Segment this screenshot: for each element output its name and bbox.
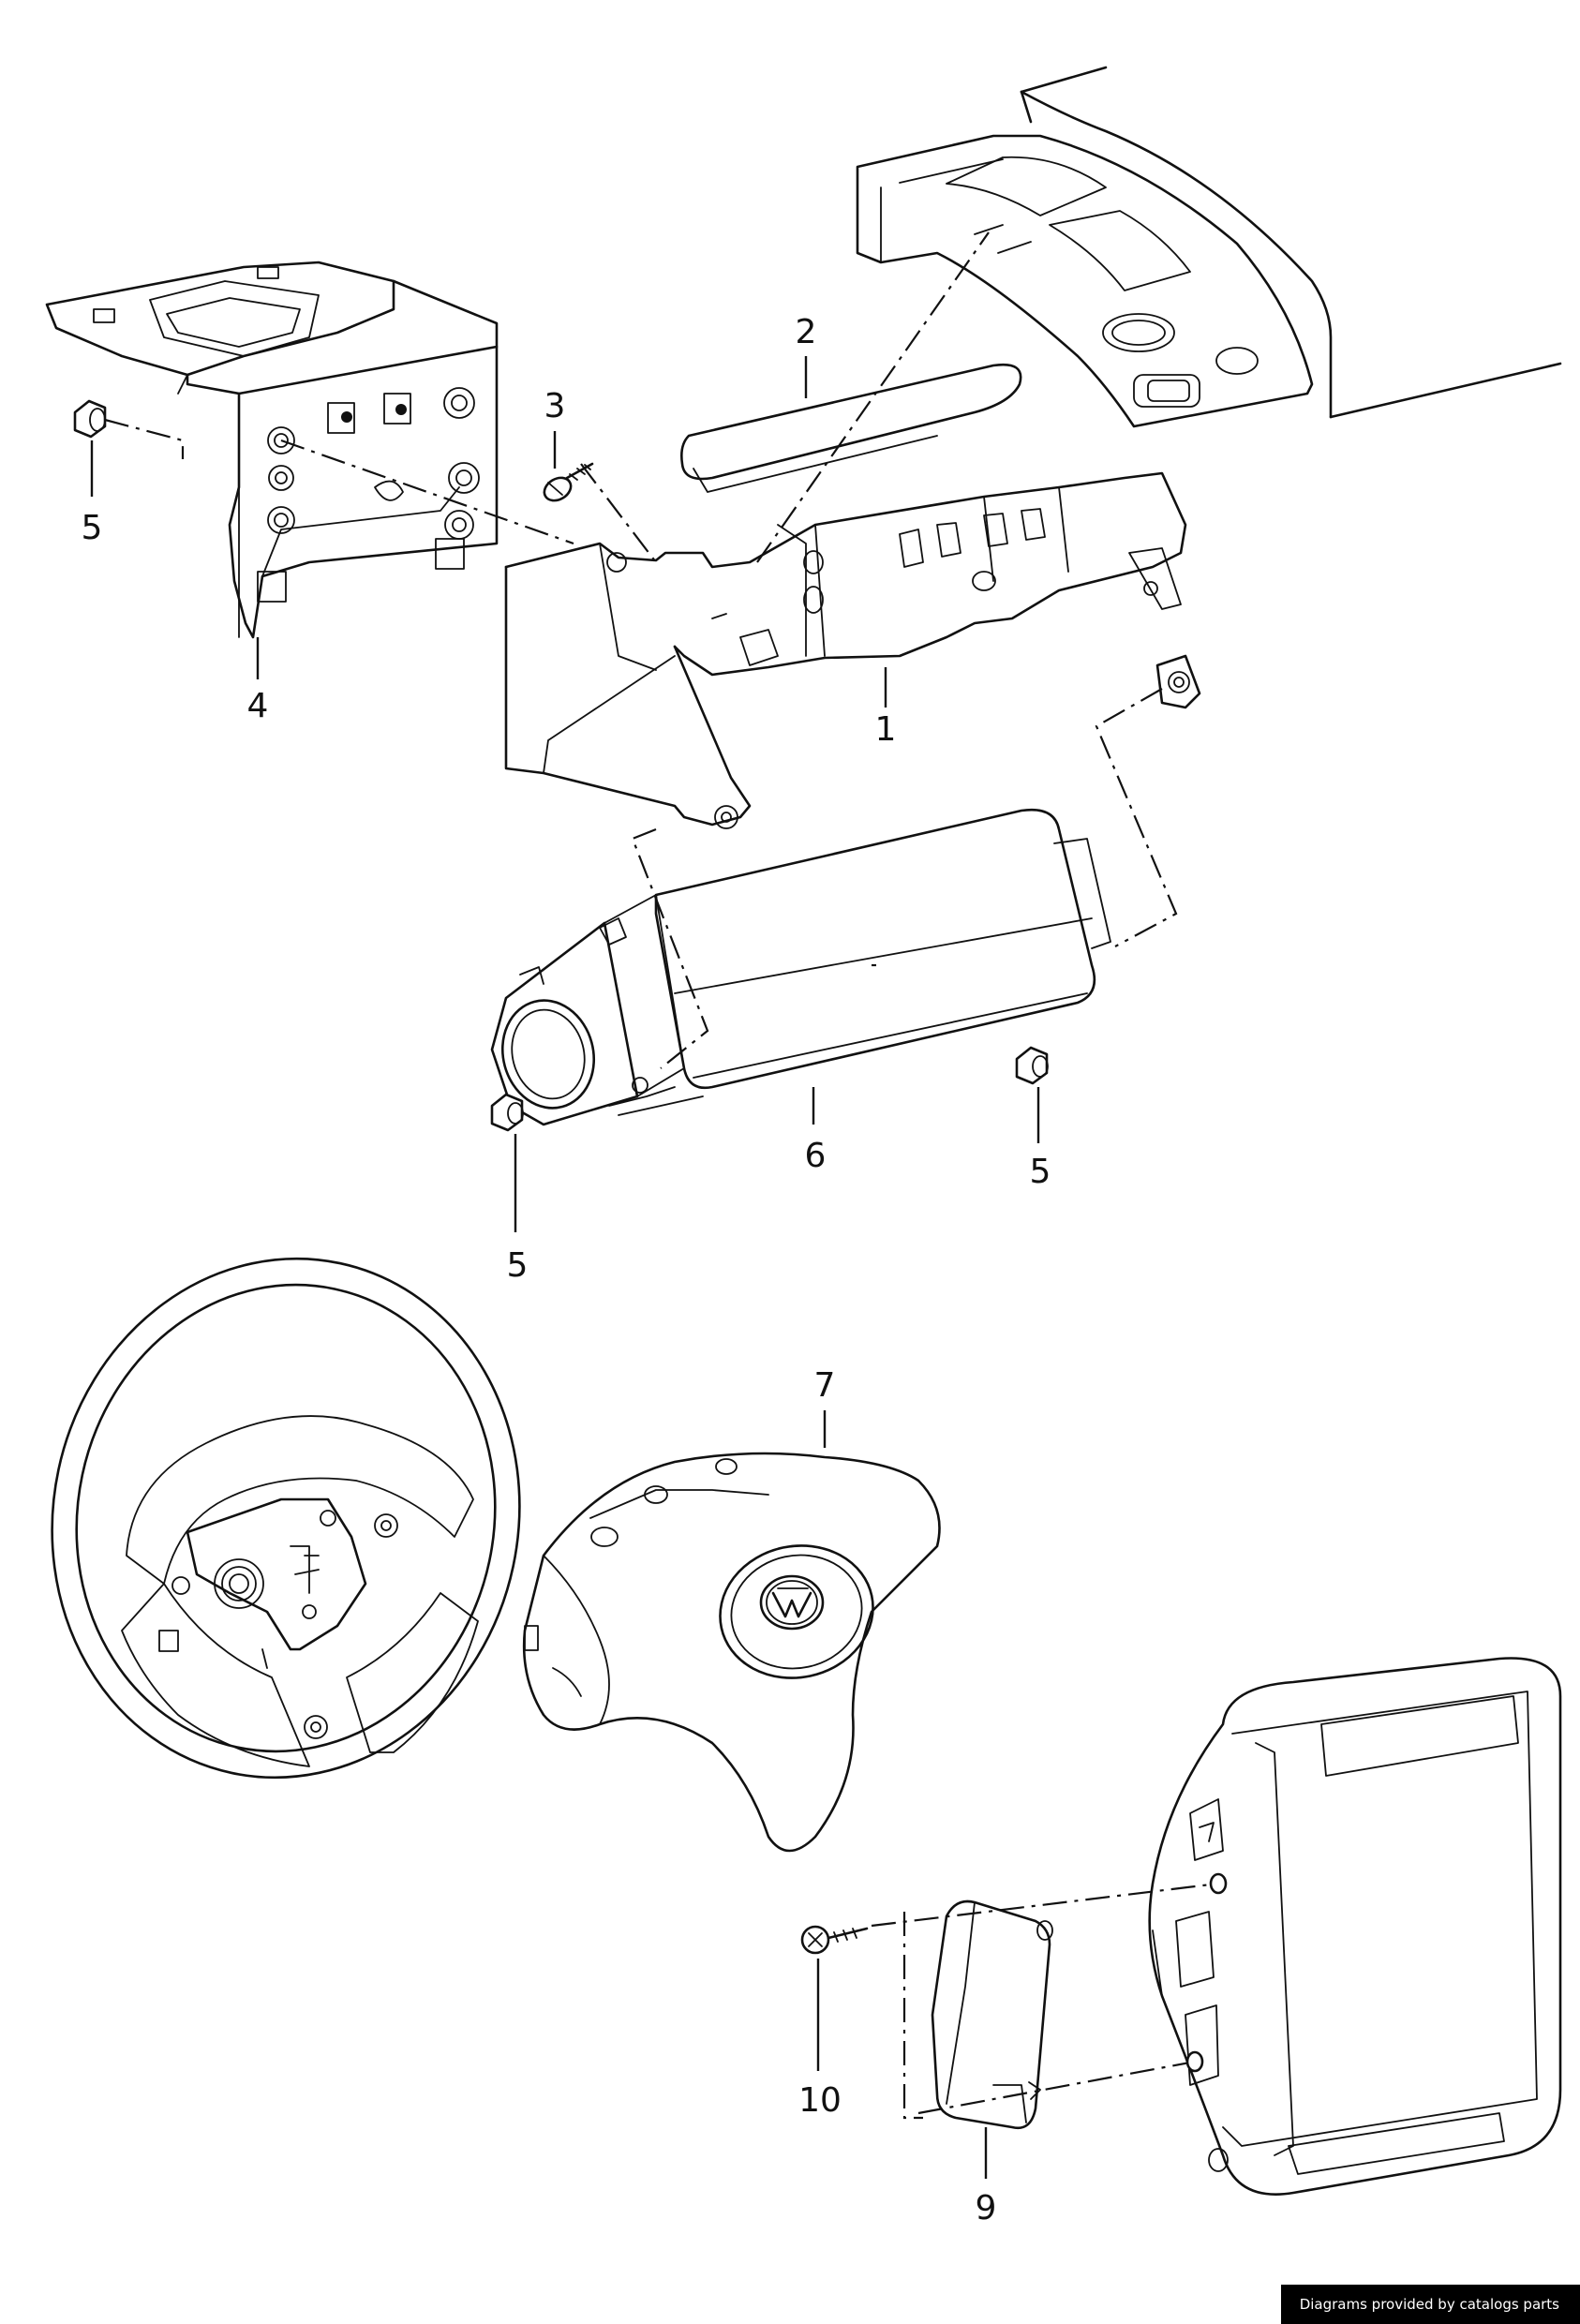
callout-2: 2: [796, 313, 817, 351]
callout-7: 7: [814, 1366, 836, 1405]
part-9-side-airbag: [931, 1899, 1053, 2130]
part-1-carrier-bracket: [504, 471, 1201, 829]
part-10-screw: [800, 1925, 869, 1955]
callout-3: 3: [544, 387, 566, 425]
callout-4: 4: [247, 687, 269, 725]
part-5-nut-top-left: [73, 399, 107, 439]
callout-5-top-left: 5: [82, 509, 103, 547]
callout-10: 10: [798, 2081, 842, 2120]
callout-5-right: 5: [1030, 1153, 1051, 1191]
callout-1: 1: [875, 710, 897, 749]
dashboard-panel: [856, 66, 1562, 428]
part-3-screw: [543, 462, 594, 502]
part-4-mounting-bracket: [45, 261, 499, 639]
steering-wheel: [51, 1257, 521, 1780]
credit-badge: Diagrams provided by catalogs parts: [1280, 2285, 1580, 2324]
leader-lines: [90, 356, 1040, 2179]
part-6-passenger-airbag: [490, 808, 1111, 1126]
alignment-lines: [104, 231, 1219, 2120]
part-5-nut-right: [1015, 1046, 1049, 1085]
callout-9: 9: [976, 2189, 997, 2227]
part-7-driver-airbag: [522, 1452, 941, 1853]
seat-backrest: [1148, 1657, 1562, 2196]
part-5-nut-bottom: [490, 1093, 524, 1132]
callout-5-bottom: 5: [507, 1246, 529, 1285]
callout-labels: 1 2 3 4 5 5 5 6 7 9 10: [82, 313, 1051, 2227]
callout-6: 6: [805, 1137, 827, 1175]
part-2-trim-strip: [680, 363, 1022, 493]
